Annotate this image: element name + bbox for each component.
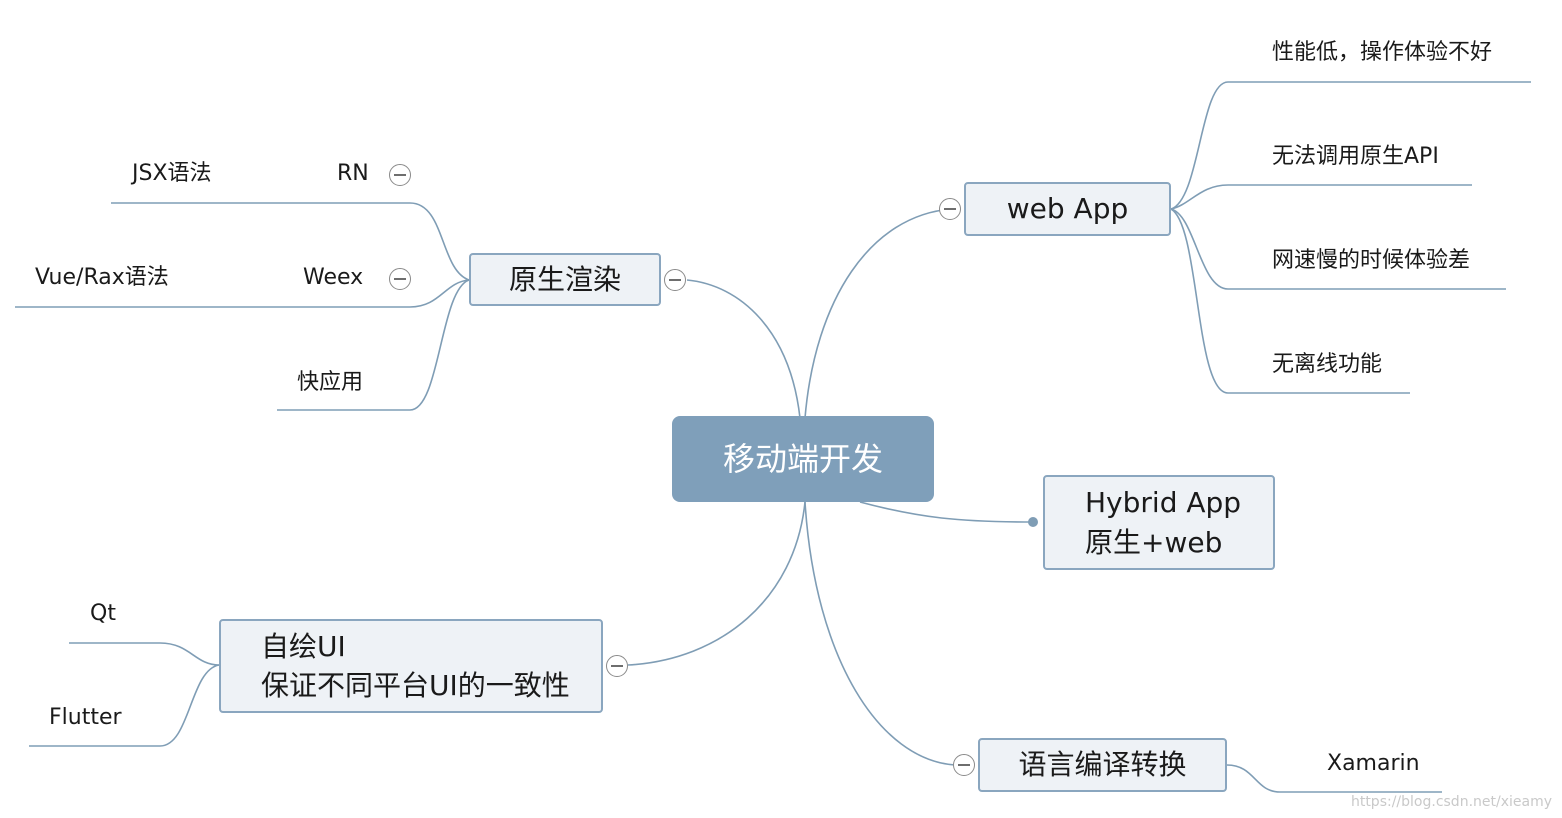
topic-web-app[interactable]: web App xyxy=(964,182,1171,236)
self-draw-qt[interactable]: Qt xyxy=(90,601,116,626)
web-app-child-3[interactable]: 网速慢的时候体验差 xyxy=(1272,248,1471,273)
web-app-child-4[interactable]: 无离线功能 xyxy=(1272,352,1383,377)
compile-xamarin[interactable]: Xamarin xyxy=(1327,751,1420,776)
connector-center-hybrid xyxy=(859,501,1034,523)
topic-self-draw-ui[interactable]: 自绘UI 保证不同平台UI的一致性 xyxy=(219,619,603,713)
collapse-self-draw-button[interactable] xyxy=(606,655,628,677)
connector-self-draw-flutter xyxy=(159,664,220,747)
connector-web-child-1 xyxy=(1170,81,1229,210)
topic-hybrid-app[interactable]: Hybrid App 原生+web xyxy=(1043,475,1275,570)
weex-child-vue-rax[interactable]: Vue/Rax语法 xyxy=(35,265,169,290)
topic-hybrid-line1: Hybrid App xyxy=(1085,486,1242,520)
rn-child-jsx[interactable]: JSX语法 xyxy=(132,161,212,186)
connector-web-child-3 xyxy=(1170,208,1229,290)
topic-hybrid-line2: 原生+web xyxy=(1085,525,1223,559)
topic-web-app-label: web App xyxy=(1006,192,1129,226)
connector-web-child-4 xyxy=(1170,208,1229,394)
native-render-quickapp[interactable]: 快应用 xyxy=(297,370,364,395)
central-topic-label: 移动端开发 xyxy=(722,439,883,478)
connector-self-draw-qt xyxy=(159,642,220,666)
native-render-weex[interactable]: Weex xyxy=(303,265,364,290)
collapse-rn-button[interactable] xyxy=(389,164,411,186)
self-draw-flutter[interactable]: Flutter xyxy=(49,705,122,730)
connector-compile-xamarin xyxy=(1226,764,1281,793)
collapse-native-render-button[interactable] xyxy=(664,269,686,291)
connector-center-web-app xyxy=(804,208,953,419)
topic-compile[interactable]: 语言编译转换 xyxy=(978,738,1227,792)
connector-web-child-2 xyxy=(1170,184,1229,210)
web-app-child-1[interactable]: 性能低，操作体验不好 xyxy=(1272,40,1493,65)
topic-native-render[interactable]: 原生渲染 xyxy=(469,253,661,306)
topic-self-draw-line2: 保证不同平台UI的一致性 xyxy=(261,669,570,702)
topic-self-draw-line1: 自绘UI xyxy=(261,629,346,663)
collapse-compile-button[interactable] xyxy=(953,754,975,776)
topic-compile-label: 语言编译转换 xyxy=(1018,748,1187,782)
connector-native-weex xyxy=(409,279,470,308)
connector-center-compile xyxy=(804,501,956,766)
central-topic[interactable]: 移动端开发 xyxy=(672,416,934,502)
topic-native-render-label: 原生渲染 xyxy=(508,262,621,296)
collapse-weex-button[interactable] xyxy=(389,268,411,290)
collapse-web-app-button[interactable] xyxy=(939,198,961,220)
connector-native-quickapp xyxy=(409,279,470,411)
connector-center-self-draw xyxy=(627,501,806,666)
hybrid-connector-dot xyxy=(1028,517,1038,527)
watermark: https://blog.csdn.net/xieamy xyxy=(1350,794,1552,810)
connector-native-rn xyxy=(409,202,470,281)
connector-center-native-render xyxy=(686,279,801,419)
web-app-child-2[interactable]: 无法调用原生API xyxy=(1272,144,1439,169)
native-render-rn[interactable]: RN xyxy=(337,161,369,186)
